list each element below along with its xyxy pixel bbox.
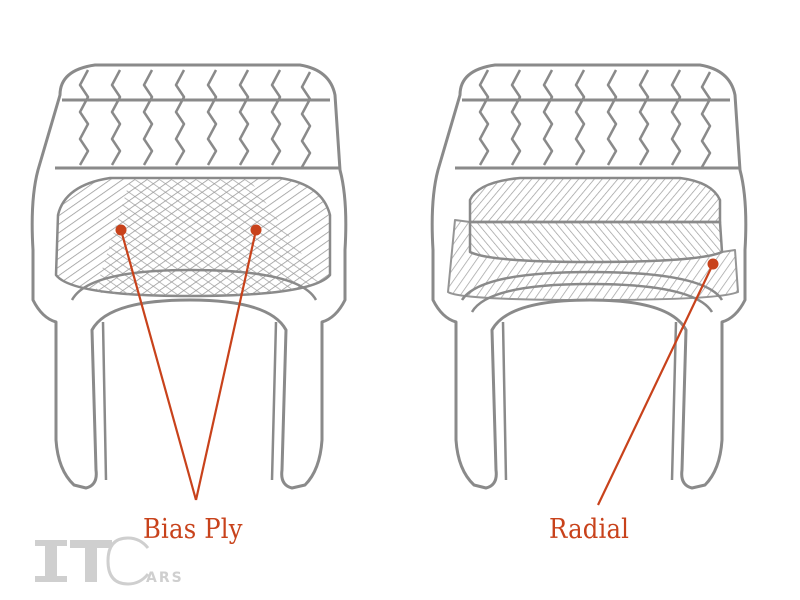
bias-ply-label: Bias Ply — [143, 514, 243, 545]
bias-tread-band — [55, 98, 340, 170]
bias-ply-pointers — [115, 224, 262, 501]
radial-label: Radial — [549, 514, 630, 545]
radial-belt-bottom — [468, 220, 724, 264]
radial-tire-outer-shell — [430, 63, 748, 490]
bias-inner-ring — [70, 268, 318, 301]
bias-pointer-dot-right — [250, 224, 262, 236]
bias-pointer-dot-left — [115, 224, 127, 236]
radial-belt-top — [468, 176, 722, 224]
bias-ply-band-cross — [95, 180, 320, 296]
radial-pointer-dot — [707, 258, 719, 270]
bias-tire-outer-shell — [30, 63, 348, 490]
radial-tread-grooves — [478, 69, 712, 168]
radial-side-ply — [447, 219, 739, 301]
radial-sidewall-lines — [501, 321, 678, 481]
radial-pointer — [597, 258, 719, 506]
bias-tread-grooves — [78, 69, 312, 168]
itcars-watermark-logo: ARS — [35, 536, 184, 586]
bias-ply-tire — [30, 63, 348, 490]
bias-sidewall-lines — [101, 321, 278, 481]
svg-text:ARS: ARS — [146, 570, 184, 586]
radial-tire — [430, 63, 748, 490]
radial-tread-band — [455, 98, 740, 170]
